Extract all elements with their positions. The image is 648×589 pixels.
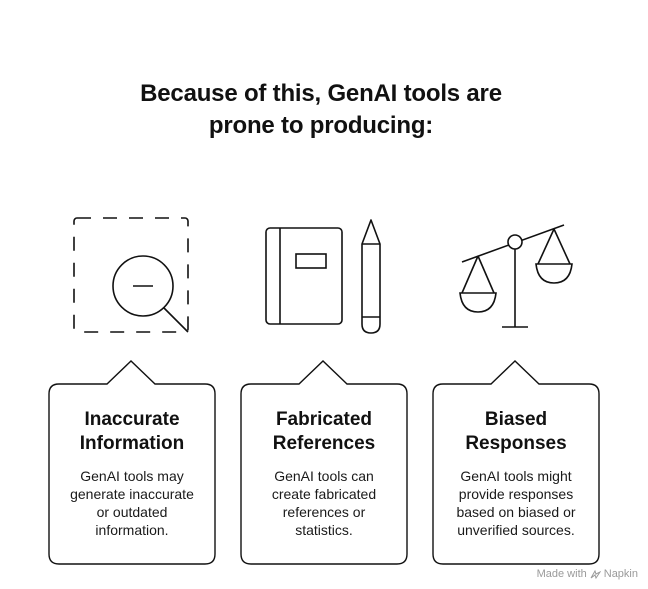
card-title: Fabricated References	[239, 408, 409, 456]
title-line-1: Because of this, GenAI tools are	[140, 80, 502, 107]
card-title-line-2: References	[272, 433, 376, 454]
card-description: GenAI tools may generate inaccurate or o…	[47, 467, 217, 539]
napkin-brand-text: Napkin	[603, 568, 638, 580]
card-description: GenAI tools might provide responses base…	[431, 467, 601, 539]
page-title: Because of this, GenAI tools are prone t…	[0, 78, 642, 142]
card-title-line-2: Information	[79, 433, 185, 454]
card-desc-line: or outdated	[96, 504, 168, 520]
napkin-logo-icon	[590, 569, 601, 579]
callout-frame	[240, 360, 408, 565]
callout-frame	[48, 360, 216, 565]
notebook-pencil-icon	[265, 219, 381, 334]
card-title-line-1: Fabricated	[275, 409, 373, 430]
card-desc-line: create fabricated	[271, 486, 377, 502]
made-with-napkin-watermark: Made with Napkin	[537, 568, 638, 580]
card-desc-line: statistics.	[295, 522, 353, 538]
card-desc-line: GenAI tools might	[460, 468, 572, 484]
card-desc-line: references or	[282, 504, 366, 520]
card-title-line-1: Inaccurate	[84, 409, 180, 430]
card-desc-line: based on biased or	[456, 504, 576, 520]
magnifier-minus-icon	[73, 217, 189, 333]
card-title: Inaccurate Information	[47, 408, 217, 456]
card-title-line-2: Responses	[465, 433, 567, 454]
card-desc-line: GenAI tools can	[274, 468, 374, 484]
card-desc-line: GenAI tools may	[80, 468, 184, 484]
callout-frame	[432, 360, 600, 565]
card-fabricated-references: Fabricated References GenAI tools can cr…	[239, 360, 409, 566]
title-line-2: prone to producing:	[208, 112, 434, 139]
made-with-text: Made with	[536, 568, 587, 580]
card-description: GenAI tools can create fabricated refere…	[239, 467, 409, 539]
card-desc-line: provide responses	[458, 486, 574, 502]
card-desc-line: generate inaccurate	[70, 486, 194, 502]
card-desc-line: information.	[95, 522, 169, 538]
balance-scale-icon	[459, 224, 573, 328]
card-title: Biased Responses	[431, 408, 601, 456]
card-inaccurate-information: Inaccurate Information GenAI tools may g…	[47, 360, 217, 566]
card-desc-line: unverified sources.	[457, 522, 575, 538]
card-biased-responses: Biased Responses GenAI tools might provi…	[431, 360, 601, 566]
card-title-line-1: Biased	[484, 409, 548, 430]
